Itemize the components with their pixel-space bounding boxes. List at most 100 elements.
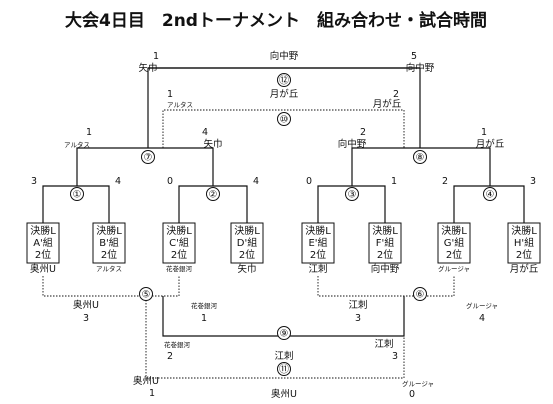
seed-box-c — [162, 222, 196, 264]
third-place-left-score: 1 — [167, 89, 173, 100]
first-round-match-number-circle — [483, 187, 497, 201]
consolation-right-team: 花巻銀河 — [191, 301, 218, 310]
seed-group-label: E'組 — [308, 236, 327, 249]
seed-group-label: G'組 — [444, 236, 465, 249]
first-round-left-score: 0 — [167, 176, 173, 187]
first-round-match-number-circle — [345, 187, 359, 201]
consolation-semi-match-number: ⑤ — [142, 290, 151, 301]
seed-team-name: 月が丘 — [510, 263, 539, 275]
seed-box-a — [26, 222, 60, 264]
seed-line1: 決勝L — [441, 224, 467, 237]
third-place-match-number: ⑩ — [280, 115, 289, 126]
consolation-right-score: 4 — [479, 313, 485, 324]
semifinal-left-team: 向中野 — [338, 138, 367, 150]
seed-box-e — [301, 222, 335, 264]
consolation-left-score: 3 — [83, 313, 89, 324]
first-round-right-score: 4 — [115, 176, 121, 187]
seed-team-name: 矢巾 — [237, 263, 256, 275]
first-round-right-score: 1 — [391, 176, 397, 187]
final-center-team: 向中野 — [270, 50, 299, 62]
consolation-final-right-score: 3 — [392, 351, 398, 362]
semifinal-match-number-circle — [413, 150, 427, 164]
seed-box-h — [507, 222, 541, 264]
semifinal-right-score: 1 — [481, 127, 487, 138]
first-round-left-score: 2 — [442, 176, 448, 187]
consolation-final-match-number: ⑨ — [280, 329, 289, 340]
first-round-match-number: ③ — [348, 190, 357, 201]
page-title: 大会4日目 2ndトーナメント 組み合わせ・試合時間 — [65, 10, 487, 31]
final-left-team: 矢巾 — [138, 62, 157, 74]
bracket-lines — [42, 67, 525, 337]
consolation-final-right-team: 江刺 — [374, 339, 393, 350]
seed-box-f — [368, 222, 402, 264]
seed-group-label: F'組 — [376, 236, 395, 249]
seed-group-label: B'組 — [99, 236, 119, 249]
seed-line1: 決勝L — [372, 224, 398, 237]
seed-rank-label: 2位 — [377, 248, 393, 261]
first-round-left-score: 3 — [31, 176, 37, 187]
consolation-final-center-team: 江刺 — [274, 351, 293, 362]
seed-line1: 決勝L — [511, 224, 537, 237]
seed-box-g — [437, 222, 471, 264]
first-round-left-score: 0 — [306, 176, 312, 187]
consolation-right-score: 1 — [201, 313, 207, 324]
seed-line1: 決勝L — [305, 224, 331, 237]
semifinal-right-team: 月が丘 — [476, 138, 505, 150]
consolation-third-match-number: ⑪ — [279, 364, 289, 376]
consolation-lines — [42, 109, 455, 379]
seed-line1: 決勝L — [30, 224, 56, 237]
bracket-labels: 決勝LA'組2位奥州U決勝LB'組2位アルタス決勝LC'組2位花巻銀河決勝LD'… — [30, 50, 539, 400]
first-round-match-number-circle — [206, 187, 220, 201]
third-place-bracket — [162, 109, 405, 148]
seed-line1: 決勝L — [234, 224, 260, 237]
first-round-right-score: 3 — [530, 176, 536, 187]
consolation-semi-match-number-circle — [139, 287, 153, 301]
semifinal-left-score: 1 — [86, 127, 92, 138]
seed-team-name: 花巻銀河 — [166, 264, 193, 273]
consolation-third-center-team: 奥州U — [271, 388, 297, 400]
seed-rank-label: 2位 — [35, 248, 51, 261]
seed-rank-label: 2位 — [516, 248, 532, 261]
seed-box-b — [92, 222, 126, 264]
consolation-left-team: 江刺 — [348, 300, 367, 311]
first-round-bracket — [453, 185, 525, 223]
seed-team-name: 江刺 — [308, 264, 327, 275]
semifinal-match-number: ⑧ — [416, 153, 425, 164]
semifinal-left-score: 2 — [360, 127, 366, 138]
seed-team-name: 向中野 — [371, 263, 400, 275]
semifinal-match-number: ⑦ — [144, 153, 153, 164]
seed-team-name: グルージャ — [438, 264, 470, 273]
seed-rank-label: 2位 — [101, 248, 117, 261]
first-round-match-number: ② — [209, 190, 218, 201]
seed-team-name: 奥州U — [30, 263, 56, 275]
first-round-right-score: 4 — [253, 176, 259, 187]
semifinal-bracket-left — [76, 147, 214, 158]
consolation-final-left-score: 2 — [167, 351, 173, 362]
seed-boxes — [26, 222, 541, 264]
seed-rank-label: 2位 — [446, 248, 462, 261]
first-round-match-number: ① — [73, 190, 82, 201]
consolation-third-left-team: 奥州U — [133, 375, 159, 387]
semifinal-right-team: 矢巾 — [203, 138, 222, 150]
seed-rank-label: 2位 — [239, 248, 255, 261]
seed-line1: 決勝L — [166, 224, 192, 237]
semifinal-match-number-circle — [141, 150, 155, 164]
consolation-final-match-number-circle — [277, 326, 291, 340]
consolation-third-match-number-circle — [277, 362, 291, 376]
consolation-final-left-team: 花巻銀河 — [164, 340, 191, 349]
final-left-score: 1 — [153, 51, 159, 62]
seed-box-d — [230, 222, 264, 264]
consolation-semi-match-number: ⑥ — [416, 290, 425, 301]
consolation-left-score: 3 — [355, 313, 361, 324]
seed-rank-label: 2位 — [310, 248, 326, 261]
semifinal-left-team: アルタス — [64, 140, 90, 149]
consolation-semi-match-number-circle — [413, 287, 427, 301]
third-place-match-number-circle — [277, 112, 291, 126]
first-round-bracket — [42, 185, 110, 223]
seed-group-label: H'組 — [514, 236, 534, 249]
seed-line1: 決勝L — [96, 224, 122, 237]
final-match-number-circle — [277, 73, 291, 87]
consolation-third-right-score: 0 — [409, 389, 415, 400]
consolation-right-team: グルージャ — [466, 301, 498, 310]
